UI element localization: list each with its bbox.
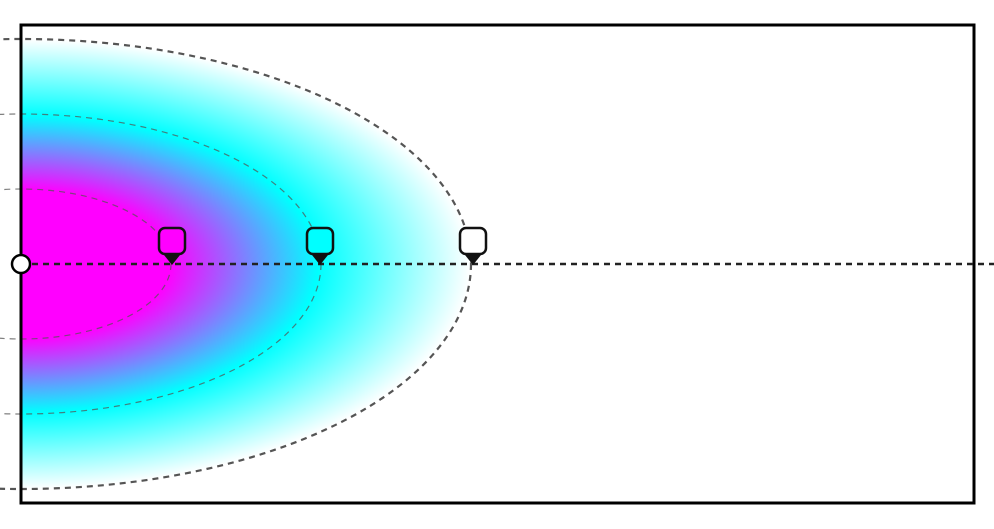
stop-handle-cyan[interactable] [305, 226, 335, 265]
stop-handle-pointer [312, 255, 328, 265]
stop-handle-magenta[interactable] [157, 226, 187, 265]
stop-handle-swatch[interactable] [305, 226, 335, 256]
stop-handle-swatch[interactable] [458, 226, 488, 256]
stop-handle-pointer [164, 255, 180, 265]
stop-handle-swatch[interactable] [157, 226, 187, 256]
stop-handles [157, 226, 488, 265]
origin-handle[interactable] [10, 253, 32, 275]
stop-handle-white[interactable] [458, 226, 488, 265]
stop-handle-pointer [465, 255, 481, 265]
